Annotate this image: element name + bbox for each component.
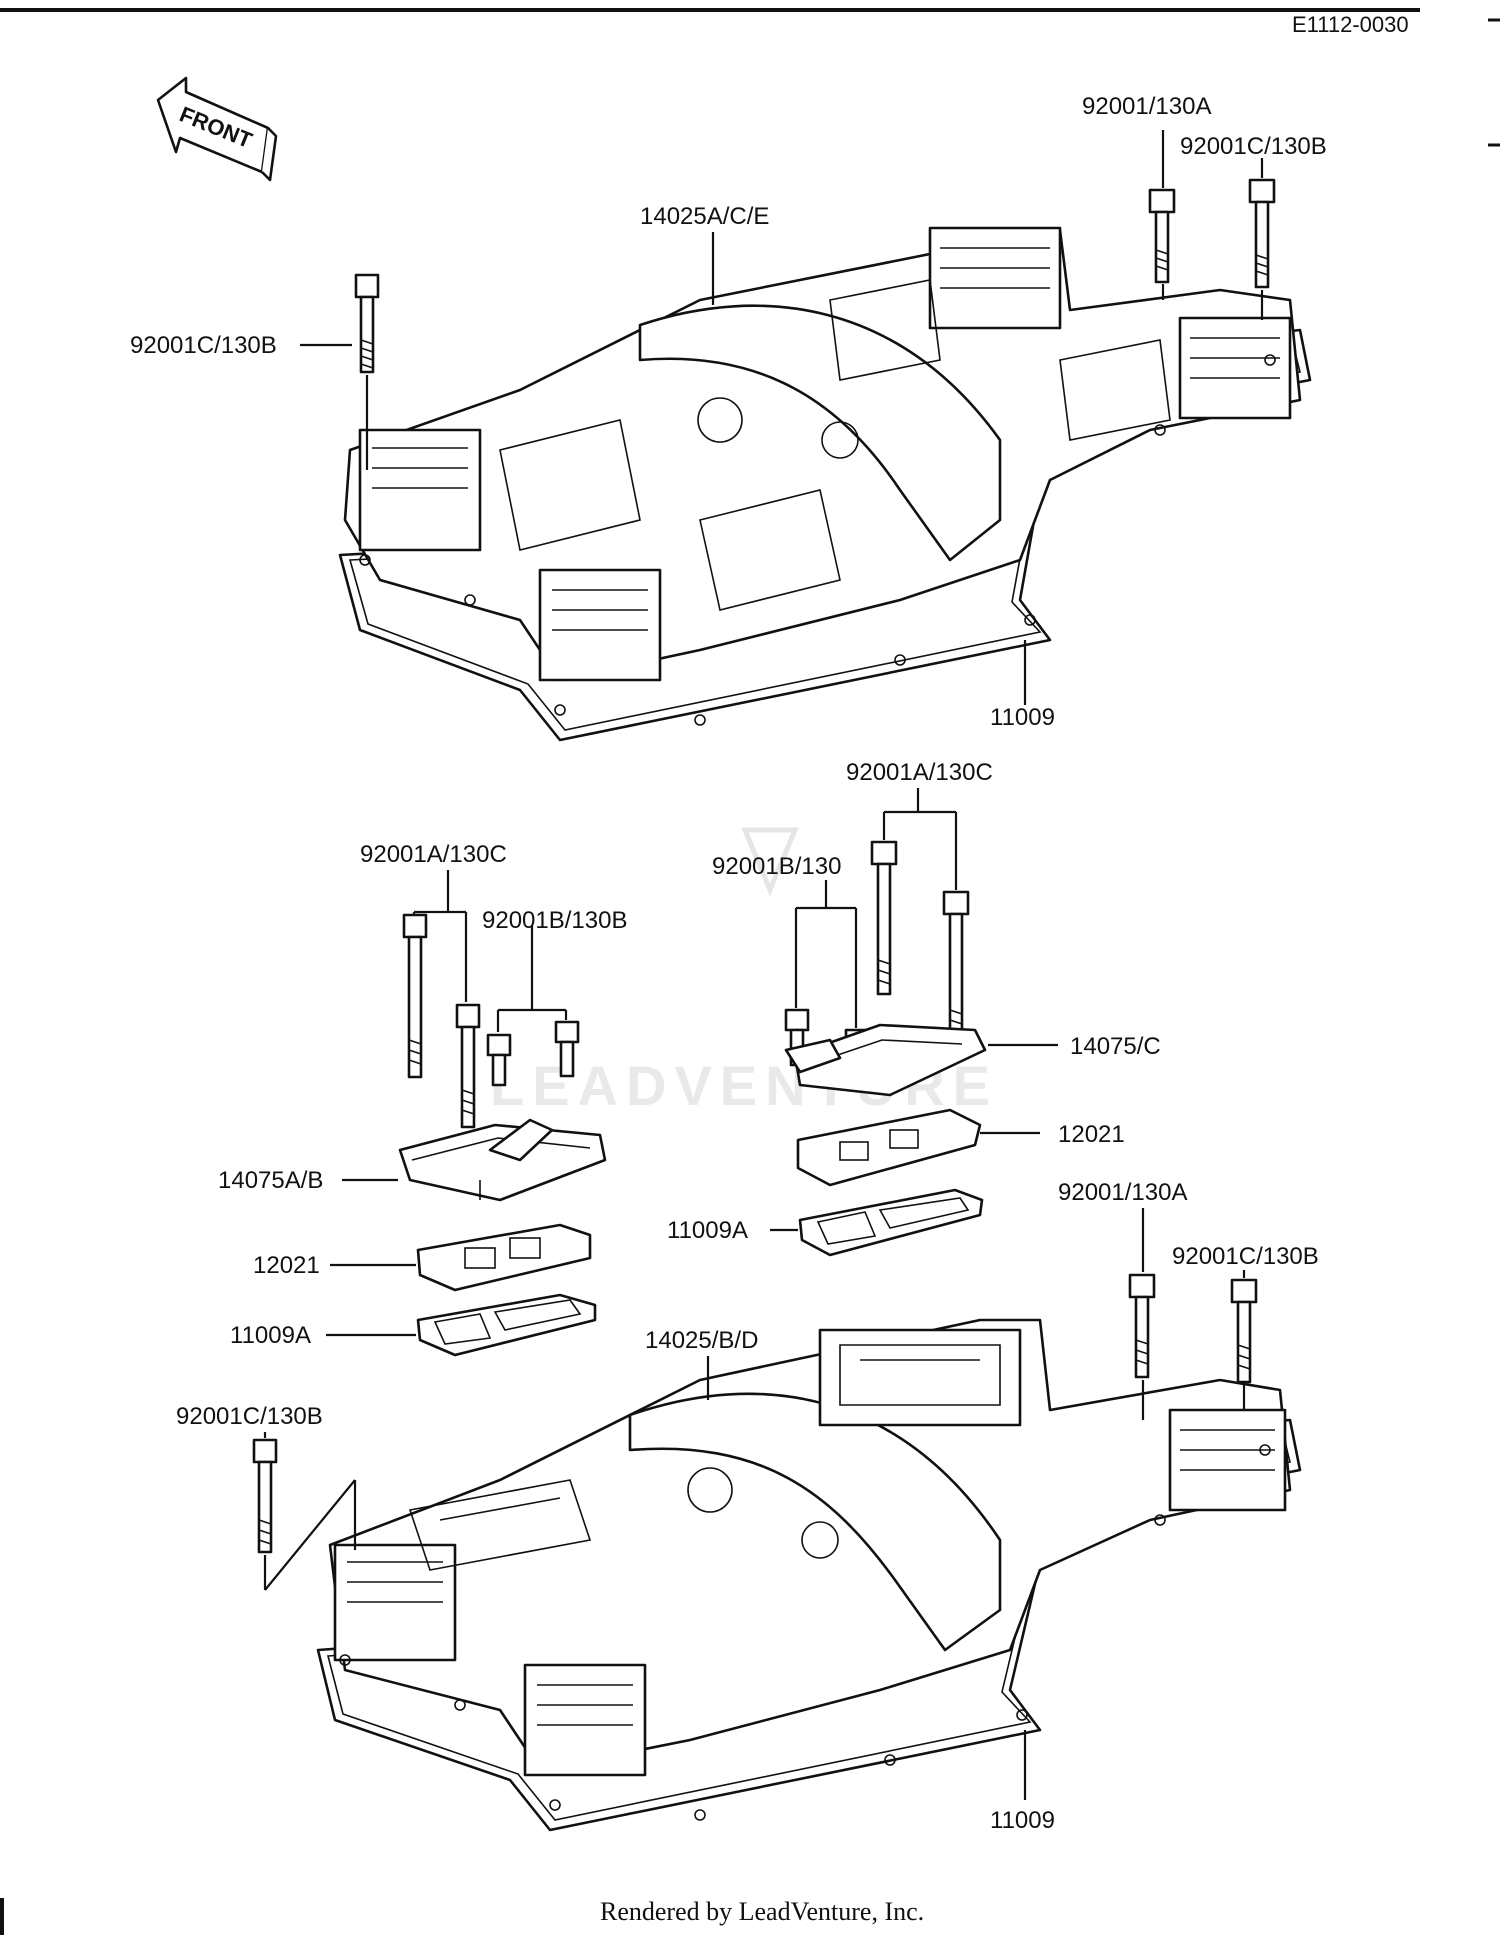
top-leader-lines (300, 130, 1264, 705)
bottom-bolt-130b-right (1230, 1278, 1258, 1384)
top-rear-cam-cap (928, 226, 1062, 330)
callout-mid-left-bolt-130c: 92001A/130C (360, 841, 507, 868)
callout-mid-right-bolt-130c: 92001A/130C (846, 759, 993, 786)
top-bolt-left (354, 273, 380, 374)
callout-mid-right-breather: 14075/C (1070, 1033, 1161, 1060)
top-bolt-130a (1148, 188, 1176, 284)
bottom-leader-lines (263, 1208, 1246, 1800)
callout-top-bolt-130a: 92001/130A (1082, 93, 1211, 120)
callout-mid-right-gasket: 11009A (667, 1217, 748, 1244)
callout-bottom-bolt-130a: 92001/130A (1058, 1179, 1187, 1206)
callout-mid-left-plate: 12021 (253, 1252, 320, 1279)
top-front-cam-cap (538, 568, 662, 682)
bottom-bolt-130a (1128, 1273, 1156, 1379)
callout-mid-right-bolt-130: 92001B/130 (712, 853, 841, 880)
callout-mid-right-plate: 12021 (1058, 1121, 1125, 1148)
mid-right-leader-lines (770, 788, 1058, 1232)
bottom-rear-breather-seat (818, 1328, 1022, 1427)
mid-right-breather-group (784, 840, 987, 1257)
callout-bottom-bolt-130b-right: 92001C/130B (1172, 1243, 1319, 1270)
top-cylinder-head-cover-assembly (338, 226, 1312, 742)
bottom-front-cam-cap (523, 1663, 647, 1777)
document-code: E1112-0030 (1292, 12, 1409, 37)
callout-bottom-cover: 14025/B/D (645, 1327, 758, 1354)
callout-bottom-gasket: 11009 (990, 1807, 1055, 1834)
callout-top-bolt-130b-left: 92001C/130B (130, 332, 277, 359)
bottom-cover-center-ridge (628, 1392, 1002, 1652)
bottom-bolt-left (252, 1438, 278, 1554)
mid-left-breather-group (398, 913, 607, 1357)
mid-left-leader-lines (326, 870, 568, 1337)
bottom-cover-body (328, 1318, 1292, 1772)
callout-top-bolt-130b-right: 92001C/130B (1180, 133, 1327, 160)
callout-mid-left-bolt-130b: 92001B/130B (482, 907, 627, 934)
top-cover-body (343, 228, 1302, 682)
front-arrow: FRONT (156, 76, 278, 182)
callout-top-cover: 14025A/C/E (640, 203, 769, 230)
top-left-cam-cap (358, 428, 482, 552)
top-right-cam-cap (1178, 316, 1292, 420)
callout-mid-left-gasket: 11009A (230, 1322, 311, 1349)
callout-mid-left-breather: 14075A/B (218, 1167, 323, 1194)
bottom-cylinder-head-cover-assembly (316, 1318, 1302, 1832)
footer-credit: Rendered by LeadVenture, Inc. (600, 1897, 924, 1926)
top-bolt-130b-right (1248, 178, 1276, 289)
top-cover-center-ridge (638, 304, 1002, 562)
callout-bottom-bolt-130b-left: 92001C/130B (176, 1403, 323, 1430)
bottom-right-cam-cap (1168, 1408, 1287, 1512)
callout-top-gasket: 11009 (990, 704, 1055, 731)
